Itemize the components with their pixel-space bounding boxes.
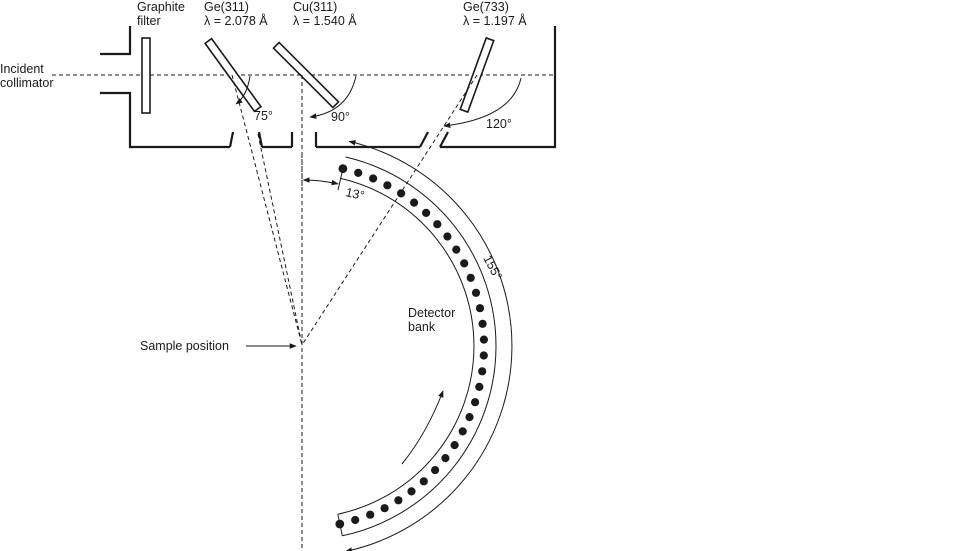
detector-23 (450, 441, 459, 450)
ge733-angle-arc (443, 77, 522, 129)
detector-housing-end (337, 514, 343, 536)
ge311-wavelength-label: λ = 2.078 Å (204, 13, 268, 28)
detector-housing-outer (342, 156, 497, 537)
detector-2 (354, 168, 363, 177)
graphite-filter (141, 37, 151, 114)
detector-12 (466, 273, 475, 282)
detector-bank-label: Detector bank (408, 306, 459, 334)
cu311-crystal (272, 41, 340, 109)
ge311-angle-arc (235, 75, 251, 105)
ge311-crystal-label: Ge(311) (204, 0, 249, 14)
detector-10 (452, 245, 461, 254)
ge733-wavelength-label: λ = 1.197 Å (463, 13, 527, 28)
sample-position-label: Sample position (140, 339, 229, 353)
ge733-takeoff-angle-label: 120° (486, 117, 512, 131)
detector-29 (380, 504, 389, 513)
ge733-crystal-label: Ge(733) (463, 0, 509, 14)
detector-14 (475, 304, 485, 313)
detector-5 (397, 189, 406, 198)
cu311-angle-arc (309, 75, 357, 119)
detector-7 (422, 208, 431, 217)
detector-31 (351, 515, 360, 525)
start-angle-label: 13° (344, 185, 365, 203)
detector-17 (479, 351, 488, 360)
cu311-takeoff-angle-label: 90° (331, 110, 350, 124)
detector-16 (479, 335, 488, 344)
detector-3 (369, 174, 378, 183)
ge311-takeoff-angle-label: 75° (254, 109, 273, 123)
detector-28 (394, 496, 403, 505)
detector-18 (478, 367, 487, 376)
detector-8 (433, 220, 442, 229)
span-arrow (345, 140, 513, 551)
detector-11 (460, 259, 469, 268)
detector-25 (431, 466, 440, 475)
rotation-direction-arrow (401, 390, 444, 465)
detector-21 (465, 413, 474, 422)
detector-geometry (301, 140, 513, 551)
detector-4 (383, 181, 392, 190)
detector-6 (410, 198, 419, 207)
detector-9 (443, 232, 452, 241)
detector-26 (419, 477, 428, 486)
ge311-crystal (203, 37, 263, 113)
detector-30 (366, 510, 375, 519)
graphite-filter-label: Graphite filter (137, 0, 188, 28)
diffracted-beams (231, 74, 478, 548)
detector-27 (407, 487, 416, 496)
cu311-crystal-label: Cu(311) (293, 0, 337, 14)
detector-24 (441, 454, 450, 463)
detector-22 (458, 427, 467, 436)
start-angle-tick (337, 168, 344, 191)
detector-20 (471, 398, 480, 407)
shielding-housing (100, 26, 557, 149)
detector-15 (478, 319, 487, 328)
detector-19 (475, 382, 484, 391)
start-angle-arrow (302, 177, 339, 186)
detector-array (335, 164, 488, 529)
cu311-wavelength-label: λ = 1.540 Å (293, 13, 357, 28)
incident-collimator-label: Incident collimator (0, 62, 54, 90)
detector-housing-inner (337, 177, 475, 515)
detector-13 (471, 288, 481, 297)
